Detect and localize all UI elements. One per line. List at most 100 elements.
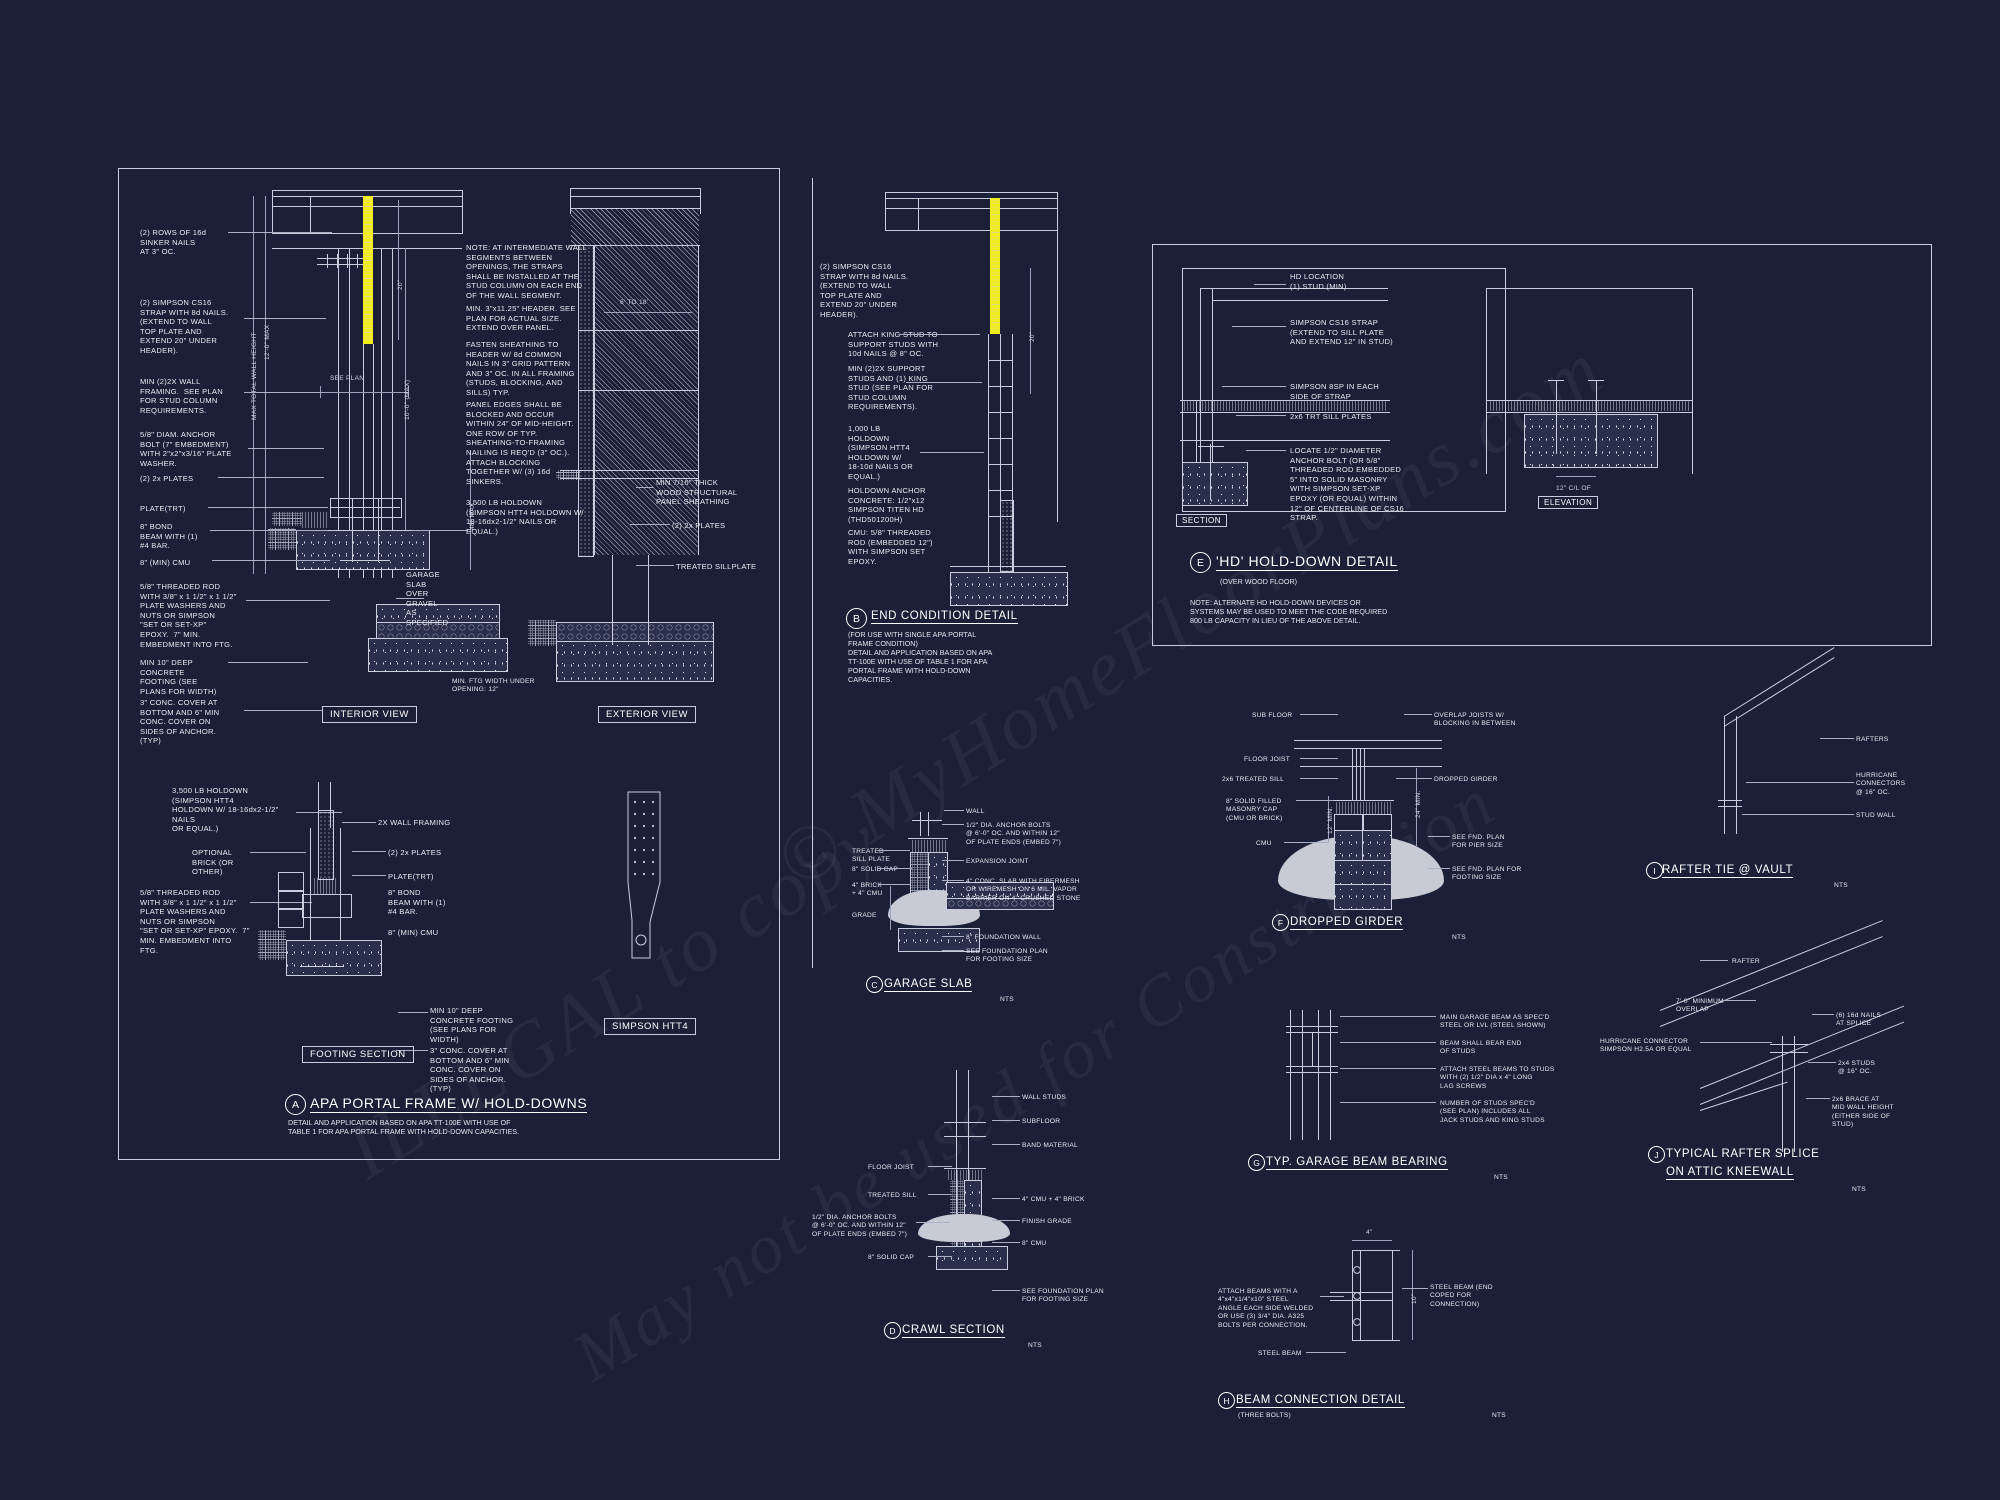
- note-d-left-1: FLOOR JOIST: [868, 1164, 914, 1171]
- detail-j-nts: NTS: [1852, 1186, 1866, 1193]
- detail-a-frame: [118, 168, 780, 1160]
- detail-f-footing: [1334, 884, 1392, 910]
- note-h-1: ATTACH BEAMS WITH A 4"x4"x1/4"x10" STEEL…: [1218, 1288, 1314, 1329]
- note-a-ftg-9: MIN 10" DEEP CONCRETE FOOTING (SEE PLANS…: [430, 1006, 514, 1044]
- note-i-3: STUD WALL: [1856, 812, 1896, 819]
- detail-f-nts: NTS: [1452, 934, 1466, 941]
- detail-a-title: APA PORTAL FRAME W/ HOLD-DOWNS: [310, 1095, 588, 1113]
- note-a-ftg-2: OPTIONAL BRICK (OR OTHER): [192, 848, 234, 877]
- note-g-2: BEAM SHALL BEAR END OF STUDS: [1440, 1040, 1522, 1056]
- note-g-4: NUMBER OF STUDS SPEC'D (SEE PLAN) INCLUD…: [1440, 1100, 1545, 1124]
- note-d-left-4: 8" SOLID CAP: [868, 1254, 915, 1261]
- detail-d-nts: NTS: [1028, 1342, 1042, 1349]
- note-d-right-4: 4" CMU + 4" BRICK: [1022, 1196, 1085, 1203]
- label-e-section: SECTION: [1176, 514, 1228, 527]
- note-c-left-3: 4" BRICK + 4" CMU: [852, 882, 883, 898]
- note-f-right-4: SEE FND. PLAN FOR FOOTING SIZE: [1452, 866, 1522, 882]
- dim-10ft-max: 10'-0" (MAX): [404, 379, 411, 420]
- note-c-left-1: TREATED SILL PLATE: [852, 848, 891, 864]
- detail-b-title: END CONDITION DETAIL: [871, 610, 1018, 624]
- dim-f-24in: 24" MIN.: [1415, 790, 1422, 818]
- detail-g-nts: NTS: [1494, 1174, 1508, 1181]
- note-c-right-4: 4" CONC. SLAB WITH FIBERMESH OR WIREMESH…: [966, 878, 1081, 902]
- note-f-right-2: DROPPED GIRDER: [1434, 776, 1498, 783]
- note-e-2: SIMPSON CS16 STRAP (EXTEND TO SILL PLATE…: [1290, 318, 1393, 347]
- detail-c-slab: [946, 882, 1054, 900]
- exterior-sheathing-panel: [578, 245, 594, 557]
- note-b-4: 1,000 LB HOLDOWN (SIMPSON HTT4 HOLDOWN W…: [848, 424, 913, 481]
- note-f-left-3: 2x6 TREATED SILL: [1222, 776, 1285, 783]
- detail-i-title: RAFTER TIE @ VAULT: [1662, 864, 1794, 878]
- note-a-ftg-4: 2X WALL FRAMING: [378, 818, 451, 827]
- note-j-6: 2x6 BRACE AT MID WALL HEIGHT (EITHER SID…: [1832, 1096, 1894, 1129]
- note-j-5: 2x4 STUDS @ 16" OC.: [1838, 1060, 1876, 1076]
- dim-max-total-wall-height: MAX TOTAL WALL HEIGHT: [251, 332, 258, 420]
- note-a-center-5: 3,500 LB HOLDOWN (SIMPSON HTT4 HOLDOWN W…: [466, 498, 584, 536]
- detail-d-bubble: D: [884, 1322, 901, 1339]
- grade-soil-d: [918, 1214, 1010, 1242]
- detail-e-note: NOTE: ALTERNATE HD HOLD-DOWN DEVICES OR …: [1190, 598, 1388, 625]
- note-a-ftg-1: 3,500 LB HOLDOWN (SIMPSON HTT4 HOLDOWN W…: [172, 786, 279, 834]
- detail-d-title: CRAWL SECTION: [902, 1324, 1005, 1338]
- note-a-3: MIN (2)2X WALL FRAMING. SEE PLAN FOR STU…: [140, 377, 223, 415]
- note-i-1: RAFTERS: [1856, 736, 1889, 743]
- detail-a-subtitle: DETAIL AND APPLICATION BASED ON APA TT-1…: [288, 1118, 520, 1136]
- dim-20in-b: 20": [1029, 331, 1036, 342]
- detail-h-title: BEAM CONNECTION DETAIL: [1236, 1394, 1405, 1408]
- detail-g-bubble: G: [1248, 1154, 1265, 1171]
- note-f-left-1: SUB FLOOR: [1252, 712, 1293, 719]
- detail-h-subtitle: (THREE BOLTS): [1238, 1412, 1291, 1419]
- note-d-right-2: SUBFLOOR: [1022, 1118, 1061, 1125]
- label-footing-section: FOOTING SECTION: [302, 1046, 414, 1063]
- dim-h-10in: 10": [1411, 1293, 1418, 1304]
- detail-c-title: GARAGE SLAB: [884, 978, 973, 992]
- note-a-8: 8" (MIN) CMU: [140, 558, 191, 567]
- note-j-1: RAFTER: [1732, 958, 1760, 965]
- simpson-htt4-hardware-icon: [620, 790, 680, 970]
- note-g-3: ATTACH STEEL BEAMS TO STUDS WITH (2) 1/2…: [1440, 1066, 1555, 1090]
- dim-f-12in: 12" MIN.: [1327, 806, 1334, 834]
- note-c-left-4: GRADE: [852, 912, 877, 919]
- note-d-right-3: BAND MATERIAL: [1022, 1142, 1078, 1149]
- note-a-ftg-3: 5/8" THREADED ROD WITH 3/8" x 1 1/2" x 1…: [140, 888, 250, 955]
- note-f-left-4: 8" SOLID FILLED MASONRY CAP (CMU OR BRIC…: [1226, 798, 1283, 822]
- dim-6ft-to-18ft: 6' TO 18': [620, 299, 649, 306]
- detail-f-title: DROPPED GIRDER: [1290, 916, 1404, 930]
- detail-e-bubble: E: [1190, 552, 1211, 573]
- note-a-right-2: (2) 2x PLATES: [672, 521, 726, 530]
- note-h-2: STEEL BEAM: [1258, 1350, 1302, 1357]
- detail-e-section-box: [1182, 268, 1506, 512]
- label-exterior-view: EXTERIOR VIEW: [598, 706, 696, 723]
- interior-footing: [296, 530, 430, 570]
- detail-e-title: 'HD' HOLD-DOWN DETAIL: [1216, 553, 1398, 571]
- note-a-5: (2) 2x PLATES: [140, 474, 194, 483]
- note-a-center-6: GARAGE SLAB OVER GRAVEL AS SPECIFIED: [406, 570, 449, 627]
- note-a-right-1: MIN 7/16" THICK WOOD STRUCTURAL PANEL SH…: [656, 478, 738, 507]
- exterior-footing: [368, 638, 508, 672]
- detail-c-nts: NTS: [1000, 996, 1014, 1003]
- note-e-1: HD LOCATION (1) STUD (MIN): [1290, 272, 1347, 291]
- note-a-ftg-10: 3" CONC. COVER AT BOTTOM AND 6" MIN CONC…: [430, 1046, 510, 1094]
- note-a-2: (2) SIMPSON CS16 STRAP WITH 8d NAILS. (E…: [140, 298, 229, 355]
- note-a-1: (2) ROWS OF 16d SINKER NAILS AT 3" OC.: [140, 228, 207, 257]
- note-b-1: (2) SIMPSON CS16 STRAP WITH 8d NAILS. (E…: [820, 262, 909, 319]
- note-a-ftg-6: PLATE(TRT): [388, 872, 434, 881]
- note-c-right-6: SEE FOUNDATION PLAN FOR FOOTING SIZE: [966, 948, 1048, 964]
- detail-e-subtitle: (OVER WOOD FLOOR): [1220, 577, 1298, 586]
- note-h-3: STEEL BEAM (END COPED FOR CONNECTION): [1430, 1284, 1493, 1308]
- note-c-right-2: 1/2" DIA. ANCHOR BOLTS @ 6'-0" OC. AND W…: [966, 822, 1062, 846]
- detail-i-nts: NTS: [1834, 882, 1848, 889]
- detail-g-title: TYP. GARAGE BEAM BEARING: [1266, 1156, 1448, 1170]
- detail-b-subtitle: (FOR USE WITH SINGLE APA PORTAL FRAME CO…: [848, 630, 993, 684]
- detail-b-footing: [950, 572, 1068, 606]
- note-b-5-text: HOLDOWN ANCHOR CONCRETE: 1/2"x12 SIMPSON…: [848, 486, 926, 524]
- note-a-center-3: FASTEN SHEATHING TO HEADER W/ 8d COMMON …: [466, 340, 575, 397]
- detail-c-footing: [898, 928, 980, 952]
- note-a-ftg-7: 8" BOND BEAM WITH (1) #4 BAR.: [388, 888, 446, 917]
- htt4-strap-graphic: [318, 810, 334, 880]
- label-e-elevation: ELEVATION: [1538, 496, 1599, 509]
- footing-section-concrete: [286, 940, 382, 976]
- detail-e-section-footing: [1182, 462, 1248, 506]
- note-c-right-5: 8" FOUNDATION WALL: [966, 934, 1041, 941]
